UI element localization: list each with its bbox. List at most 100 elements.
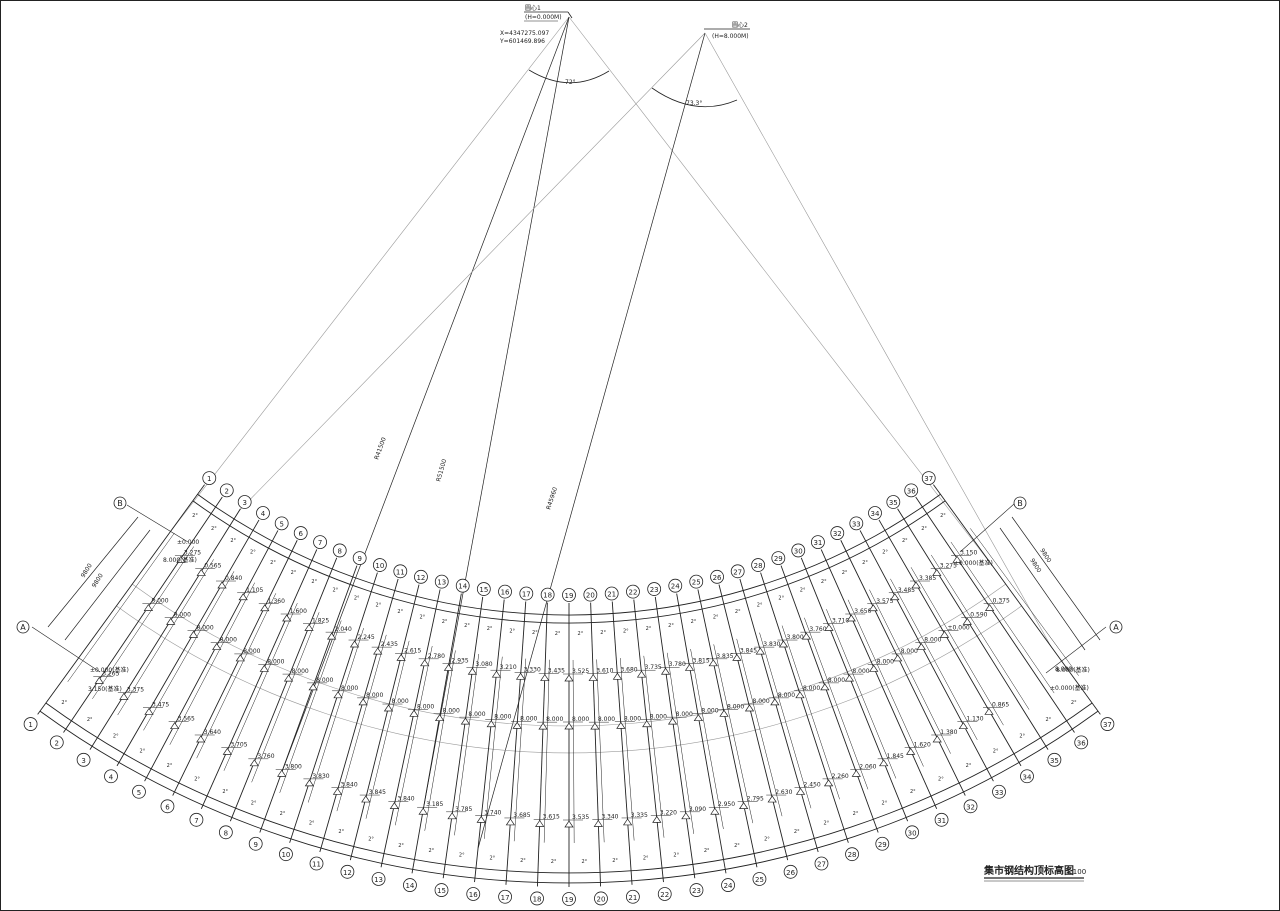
outer-elevation-label: 3.565: [178, 716, 195, 723]
radial-beam-line: [196, 593, 277, 759]
inner-elevation-label: 2.615: [404, 647, 421, 654]
outer-elevation-label: 3.615: [543, 813, 560, 820]
radial-grid-line: [611, 601, 633, 885]
outer-elevation-label: 3.840: [397, 796, 414, 803]
elevation-marker: [911, 581, 921, 589]
elevation-marker: [732, 653, 742, 661]
radial-beam-line: [336, 634, 387, 812]
inner-grid-bubble-label: 22: [629, 589, 638, 597]
outer-grid-bubble-label: 2: [55, 739, 59, 747]
middle-elevation-label: 8.000: [220, 637, 237, 644]
radial-grid-line: [590, 602, 601, 887]
elevation-marker: [333, 691, 343, 699]
segment-angle-label: 2°: [938, 777, 944, 783]
segment-angle-label: 2°: [582, 859, 588, 865]
outer-grid-bubble-label: 29: [878, 841, 887, 849]
elevation-marker: [389, 802, 400, 809]
inner-grid-bubble: [647, 582, 662, 596]
middle-elevation-label: 8.000: [174, 611, 191, 618]
radial-grid-line: [349, 584, 420, 861]
inner-elevation-label: 1.825: [312, 617, 329, 624]
outer-grid-bubble: [845, 847, 859, 862]
inner-grid-bubble-label: 36: [907, 487, 916, 495]
inner-grid-bubble-label: 27: [733, 568, 742, 576]
center-1-marker: 圆心1 (H=0.000M) X=4347275.097 Y=601469.89…: [499, 5, 573, 45]
segment-angle-label: 2°: [713, 614, 719, 620]
radial-beam-line: [804, 617, 869, 790]
middle-elevation-label: 8.000: [267, 658, 284, 665]
elevation-marker: [755, 647, 765, 655]
segment-angle-label: 2°: [251, 801, 257, 807]
left-axis-b-bubble: [113, 496, 127, 510]
outer-grid-bubble-label: 26: [786, 869, 795, 877]
inner-grid-bubble-label: 29: [774, 555, 783, 563]
outer-elevation-label: 3.760: [257, 753, 274, 760]
radial-beam-line: [930, 554, 1030, 710]
elevation-marker: [361, 795, 371, 803]
segment-angle-label: 2°: [194, 777, 200, 783]
radial-grid-line: [915, 496, 1075, 733]
inner-grid-bubble-label: 32: [833, 530, 842, 538]
inner-elevation-label: 1.360: [268, 598, 285, 605]
middle-elevation-label: 8.000: [197, 624, 214, 631]
middle-elevation-label: 8.000: [391, 698, 408, 705]
elevation-marker: [932, 735, 942, 743]
elevation-marker: [505, 818, 516, 826]
inner-grid-bubble: [626, 584, 640, 599]
outer-grid-bubble: [625, 889, 640, 904]
outer-grid-bubble-label: 31: [937, 817, 946, 825]
outer-grid-bubble: [279, 847, 293, 862]
left-axis-annotation: 9800 9800 A B ±0.000 8.000(基准) ±0.000(基准…: [16, 496, 199, 693]
elevation-marker: [396, 653, 406, 661]
radial-grid-line: [37, 484, 205, 715]
elevation-marker: [984, 603, 995, 611]
segment-angle-label: 2°: [757, 603, 763, 609]
radial-beam-line: [424, 650, 456, 831]
right-axis-annotation: 9800 9800 A B ±0.000(基准) 8.000 8.000(基准)…: [954, 496, 1123, 692]
right-outer-zero: ±0.000(基准): [1050, 684, 1089, 692]
segment-angle-label: 2°: [966, 763, 972, 769]
inner-grid-bubble-label: 23: [650, 586, 659, 594]
inner-grid-bubble: [372, 558, 387, 572]
elevation-marker: [277, 769, 287, 777]
middle-elevation-label: 0.375: [993, 598, 1010, 605]
elevation-marker: [879, 759, 889, 767]
elevation-marker: [409, 709, 419, 717]
outer-grid-bubble-label: 5: [137, 789, 141, 797]
elevation-marker: [176, 555, 186, 563]
center-2-marker: 圆心2 (H=8.000M): [704, 22, 750, 40]
inner-elevation-labels: 3.2750.5650.8401.1051.3601.6001.8252.040…: [174, 549, 977, 682]
outer-grid-bubble-label: 28: [848, 851, 857, 859]
segment-angle-label: 2°: [291, 570, 297, 576]
elevation-marker: [868, 604, 878, 612]
inner-grid-bubble-label: 10: [375, 562, 384, 570]
inner-elevation-label: 3.760: [809, 626, 826, 633]
outer-elevation-label: 3.640: [204, 729, 221, 736]
inner-grid-bubble: [498, 584, 512, 599]
segment-angle-label: 2°: [520, 858, 526, 864]
outer-grid-bubble-label: 32: [966, 803, 975, 811]
inner-grid-bubble: [455, 578, 470, 593]
segment-angle-label: 2°: [578, 631, 584, 637]
outer-elevation-label: 1.620: [914, 741, 931, 748]
elevation-marker: [612, 672, 623, 680]
left-dimension-2: 9800: [91, 572, 105, 589]
middle-elevation-label: 8.000: [803, 685, 820, 692]
radial-beam-line: [713, 644, 754, 824]
radial-beam-line: [307, 628, 364, 803]
elevation-marker: [770, 698, 780, 706]
elevation-marker: [535, 819, 545, 827]
radial-grid-line: [259, 565, 358, 833]
radial-beam-line: [666, 652, 695, 834]
elevation-marker: [143, 603, 154, 611]
left-axis-b-label: B: [117, 499, 123, 508]
outer-grid-bubble-label: 18: [533, 895, 542, 903]
elevation-marker: [467, 667, 478, 675]
elevation-marker: [169, 722, 180, 730]
inner-grid-bubble: [730, 564, 745, 579]
elevation-marker: [308, 683, 318, 691]
segment-angle-label: 2°: [882, 801, 888, 807]
outer-grid-bubble-label: 25: [755, 876, 764, 884]
outer-grid-bubble-label: 35: [1050, 757, 1059, 765]
elevation-marker: [434, 714, 445, 722]
